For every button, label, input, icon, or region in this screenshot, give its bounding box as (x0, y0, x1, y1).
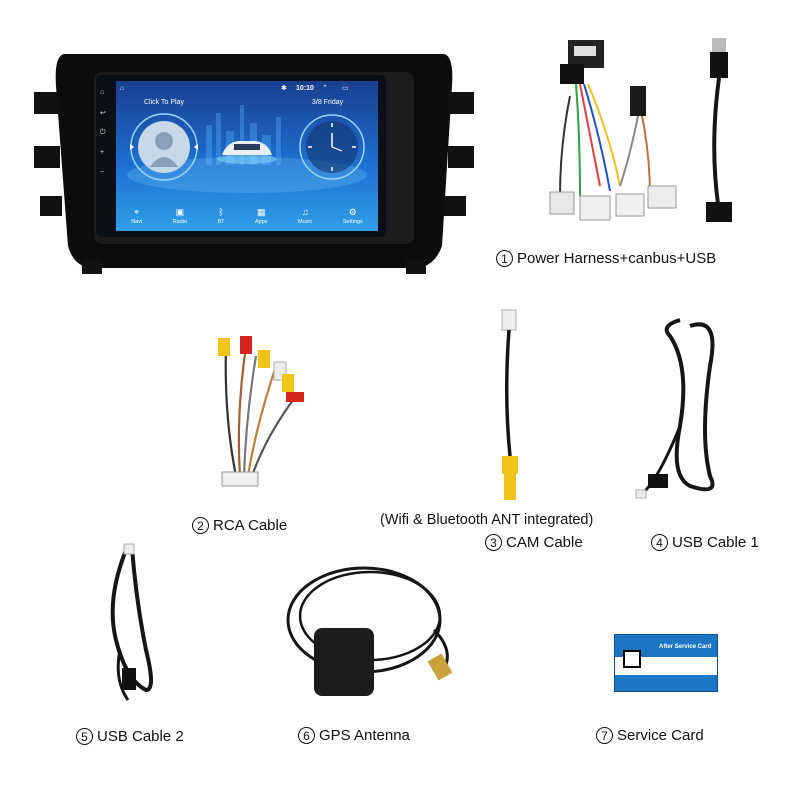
dock-label: BT (217, 219, 225, 225)
dock-label: Settings (342, 219, 363, 225)
item-number-badge: 6 (298, 727, 315, 744)
dock-item-apps[interactable]: ▦ Apps (255, 207, 268, 225)
dock-label: Music (298, 219, 313, 225)
item-3-text: CAM Cable (506, 534, 583, 551)
item-5-text: USB Cable 2 (97, 728, 184, 745)
status-bar: ⌂ ✱ 10:10 ⌃ ▭ (116, 81, 378, 95)
item-number-badge: 4 (651, 534, 668, 551)
card-title: After Service Card (659, 644, 712, 650)
item-number-badge: 7 (596, 727, 613, 744)
back-icon[interactable]: ↩ (100, 110, 106, 117)
cam-cable-note: (Wifi & Bluetooth ANT integrated) (380, 512, 594, 528)
music-prompt: Click To Play (144, 99, 184, 106)
item-2-label: 2 RCA Cable (192, 517, 287, 534)
item-6-label: 6 GPS Antenna (298, 727, 410, 744)
volume-down-icon[interactable]: − (100, 169, 105, 176)
item-1-text: Power Harness+canbus+USB (517, 250, 717, 267)
app-dock: ⌖ Navi ▣ Radio ᛒ BT ▦ Apps ♫ Music ⚙ Settings (116, 201, 378, 231)
dock-label: Navi (131, 219, 143, 225)
item-1-label: 1 Power Harness+canbus+USB (496, 250, 716, 267)
expand-icon[interactable]: ⌃ (322, 85, 328, 92)
rca-cable-image (218, 336, 304, 487)
power-icon[interactable]: ⏻ (100, 129, 106, 136)
item-number-badge: 2 (192, 517, 209, 534)
car-graphic (217, 141, 277, 164)
home-icon[interactable]: ⌂ (100, 89, 105, 96)
usb-cable-harness-image (706, 38, 732, 222)
navigation-icon: ⌖ (134, 207, 140, 217)
item-number-badge: 3 (485, 534, 502, 551)
item-2-text: RCA Cable (213, 517, 288, 534)
music-widget[interactable] (128, 111, 200, 183)
date-text: 3/8 Friday (312, 99, 344, 106)
power-harness-image (549, 40, 677, 221)
bluetooth-icon: ᛒ (218, 207, 224, 217)
dock-item-music[interactable]: ♫ Music (298, 207, 312, 225)
head-unit-screen: ⌂ ↩ ⏻ + − ⌂ ✱ 10:10 ⌃ ▭ Click To Play 3/… (96, 75, 386, 237)
gps-antenna-image (286, 566, 453, 696)
item-4-label: 4 USB Cable 1 (651, 534, 759, 551)
usb-cable-2-image (110, 543, 153, 701)
item-number-badge: 5 (76, 728, 93, 745)
window-icon[interactable]: ▭ (342, 85, 349, 92)
volume-up-icon[interactable]: + (100, 149, 105, 156)
bluetooth-status-icon: ✱ (281, 85, 287, 92)
dock-item-radio[interactable]: ▣ Radio (173, 207, 187, 225)
item-6-text: GPS Antenna (319, 727, 410, 744)
radio-icon: ▣ (175, 207, 185, 217)
service-card-image: After Service Card (614, 634, 718, 692)
dock-item-bt[interactable]: ᛒ BT (218, 207, 225, 225)
dock-label: Radio (172, 219, 188, 225)
cam-cable-image (501, 309, 518, 500)
dock-item-navi[interactable]: ⌖ Navi (131, 207, 142, 225)
item-4-text: USB Cable 1 (672, 534, 759, 551)
apps-icon: ▦ (257, 207, 266, 217)
settings-icon: ⚙ (348, 207, 357, 217)
item-number-badge: 1 (496, 250, 513, 267)
item-7-text: Service Card (617, 727, 704, 744)
item-7-label: 7 Service Card (596, 727, 704, 744)
dock-label: Apps (255, 219, 268, 225)
home-triangle-icon[interactable]: ⌂ (120, 84, 125, 92)
android-home-screen: ⌂ ✱ 10:10 ⌃ ▭ Click To Play 3/8 Friday (116, 81, 378, 231)
usb-cable-1-image (635, 318, 715, 499)
dock-item-settings[interactable]: ⚙ Settings (343, 207, 363, 225)
clock-widget[interactable] (296, 111, 368, 183)
item-5-label: 5 USB Cable 2 (76, 728, 184, 745)
music-icon: ♫ (301, 207, 309, 217)
item-3-label: 3 CAM Cable (485, 534, 583, 551)
clock-time: 10:10 (296, 84, 314, 92)
qr-code-icon (623, 650, 641, 668)
